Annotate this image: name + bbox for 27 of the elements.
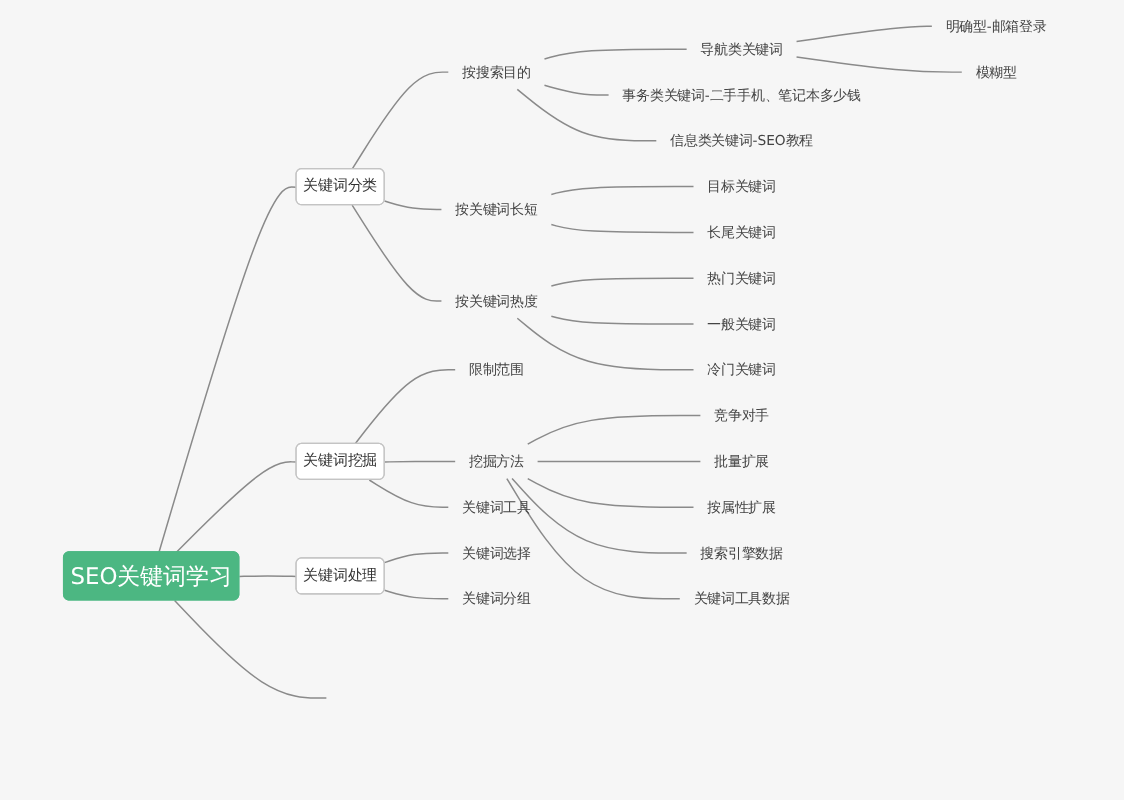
- connector: [527, 477, 695, 508]
- connector: [173, 599, 328, 699]
- connector: [351, 204, 443, 302]
- connector: [511, 477, 688, 554]
- connector: [354, 369, 456, 445]
- connector: [383, 200, 443, 211]
- connector: [383, 589, 450, 600]
- connector: [384, 460, 456, 463]
- connector: [550, 223, 695, 234]
- connector: [536, 460, 702, 463]
- connector: [795, 56, 963, 73]
- connector: [175, 461, 298, 554]
- connector: [550, 185, 695, 196]
- connector: [158, 186, 298, 554]
- connector: [543, 84, 610, 96]
- connector: [516, 88, 658, 142]
- connector: [550, 315, 695, 325]
- connector: [550, 277, 695, 287]
- connector: [795, 25, 933, 43]
- connector: [368, 479, 450, 508]
- connector: [527, 414, 702, 445]
- connector: [543, 48, 688, 60]
- connector: [506, 477, 681, 600]
- connector: [383, 552, 450, 564]
- connector: [238, 575, 298, 578]
- connector: [351, 71, 450, 170]
- connector: [516, 317, 695, 371]
